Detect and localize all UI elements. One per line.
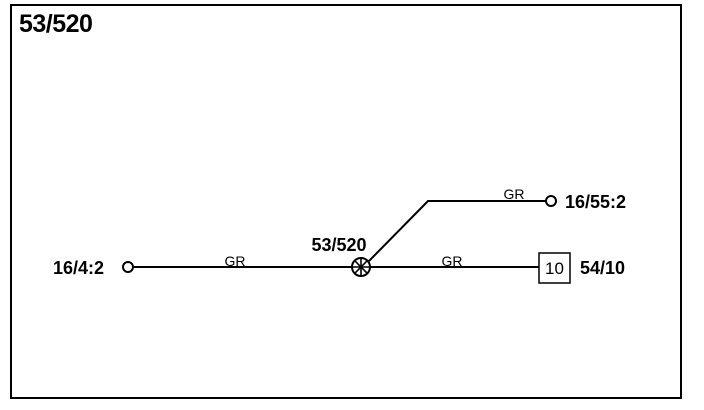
connector-label: 54/10 <box>580 258 625 278</box>
terminal-upper-right-label: 16/55:2 <box>565 192 626 212</box>
connector-box <box>538 252 571 284</box>
diagram-title: 53/520 <box>19 10 93 38</box>
connector-pin-label: 10 <box>545 259 564 278</box>
splice-label: 53/520 <box>311 235 366 255</box>
terminal-left-label: 16/4:2 <box>53 258 104 278</box>
terminal-upper-right-icon <box>545 195 557 207</box>
terminal-left-icon <box>122 261 134 273</box>
wire-splice-to-upper <box>368 200 545 262</box>
wire-connector-color-label: GR <box>442 253 463 269</box>
wire-upper-color-label: GR <box>504 186 525 202</box>
wire-left-color-label: GR <box>225 253 246 269</box>
diagram-frame <box>10 4 682 399</box>
splice-icon <box>351 257 371 277</box>
